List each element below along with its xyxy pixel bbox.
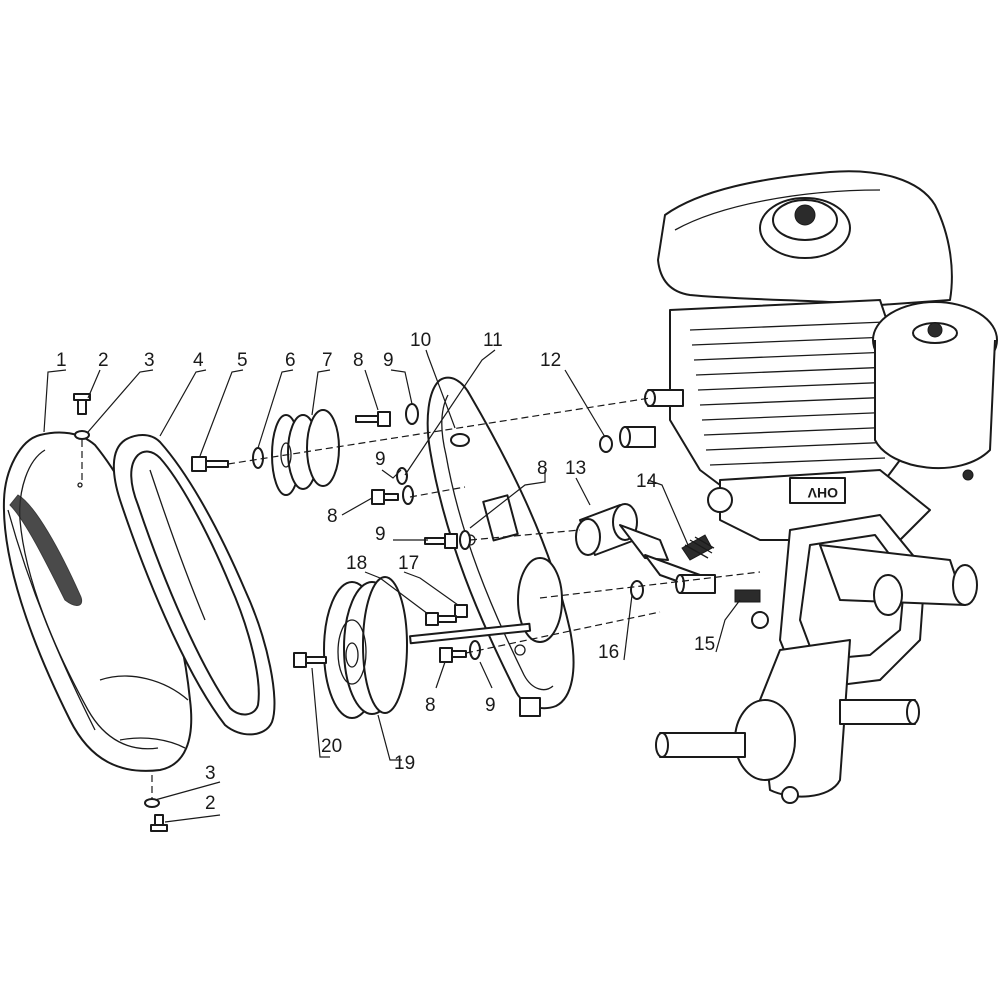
callout-9: 9 [383,350,394,371]
callout-leaders [43,349,741,823]
bolt-8-a [355,411,391,427]
engine-badge: OHV [807,485,838,501]
transmission-pulley [323,576,408,719]
shaft-sleeve [675,574,716,594]
washer-9-a [405,403,419,425]
pulley-washer [252,447,264,469]
callout-13: 13 [565,458,586,479]
cover-washer-top [74,430,90,440]
cover-washer-bottom [144,798,160,808]
callout-16: 16 [598,642,619,663]
cover-screw-top [73,393,91,415]
callout-11: 11 [483,330,503,351]
washer-9-c [396,467,408,485]
callout-5: 5 [237,350,248,371]
callout-6: 6 [285,350,296,371]
callout-8: 8 [353,350,364,371]
spacer-sleeve [619,426,656,448]
callout-4: 4 [193,350,204,371]
bolt-8-d [439,647,467,663]
bolt-8-c [424,533,458,549]
callout-numbers: 1 2 3 4 5 6 7 8 9 10 11 12 8 9 8 13 9 14… [56,330,715,814]
shaft-washer [630,580,644,600]
washer-9-d [459,530,471,550]
callout-8b: 8 [327,506,338,527]
gearbox-housing [655,514,978,804]
belt-guard-backplate [426,376,575,717]
callout-8c: 8 [537,458,548,479]
belt-guard-cover [2,431,193,772]
callout-3: 3 [144,350,155,371]
callout-9c: 9 [375,524,386,545]
callout-3b: 3 [205,763,216,784]
assembly-lines [227,397,761,654]
callout-14: 14 [636,471,658,492]
callout-8d: 8 [425,695,436,716]
callout-20: 20 [321,736,342,757]
engine-pulley [271,409,340,496]
shaft-nut-17 [454,604,468,618]
washer-9-b [402,485,414,505]
callout-9b: 9 [375,449,386,470]
callout-1: 1 [56,350,67,371]
tensioner-sleeve [575,503,703,591]
pulley-center-bolt [293,652,327,668]
callout-18: 18 [346,553,367,574]
idler-spring [734,589,761,603]
callout-10: 10 [410,330,431,351]
cover-screw-bottom [150,814,168,832]
engine-assembly: OHV [644,170,998,541]
shaft-bolt-18 [425,612,457,626]
pulley-bolt [191,456,229,472]
bolt-8-b [371,489,399,505]
callout-15: 15 [694,634,715,655]
tension-spring [681,534,715,561]
callout-19: 19 [394,753,415,774]
callout-17: 17 [398,553,419,574]
callout-2b: 2 [205,793,216,814]
v-belt [112,434,276,736]
callout-9d: 9 [485,695,496,716]
shaft-rod [409,622,532,645]
callout-12: 12 [540,350,561,371]
callout-2: 2 [98,350,109,371]
spacer-washer [599,435,613,453]
callout-7: 7 [322,350,333,371]
